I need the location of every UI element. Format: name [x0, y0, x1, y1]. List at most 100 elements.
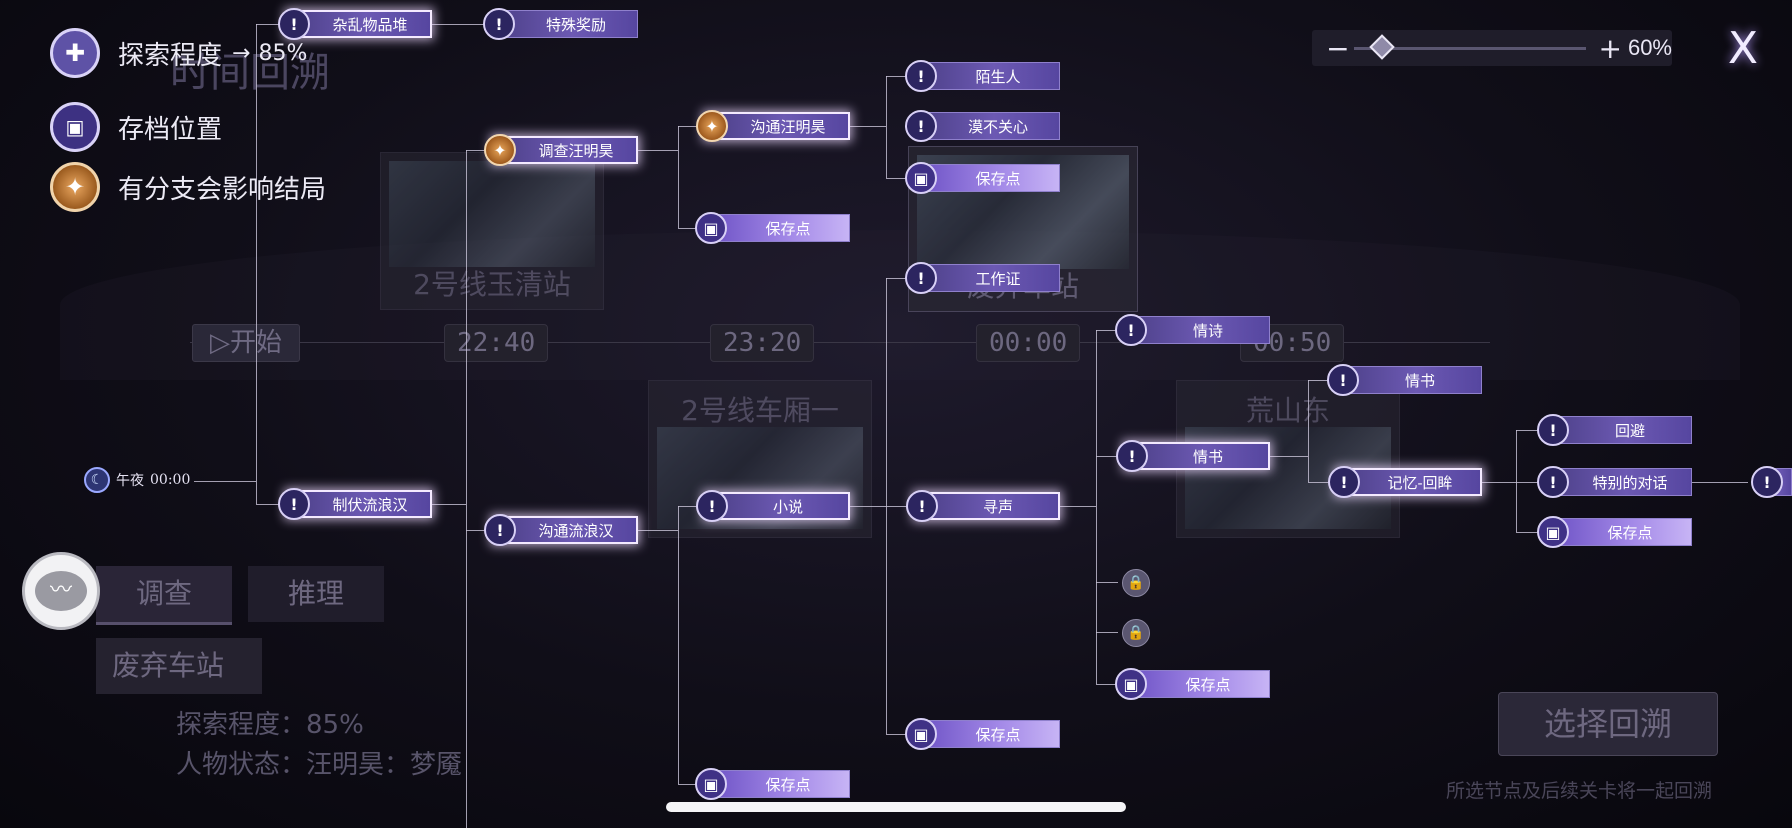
- exclamation-icon: !: [278, 8, 310, 40]
- tree-node[interactable]: ! 寻声: [906, 490, 1060, 522]
- midnight-label: 午夜: [116, 473, 144, 489]
- scene-name: 2号线车厢一: [681, 394, 839, 427]
- tree-node[interactable]: ! 杂乱物品堆: [278, 8, 432, 40]
- branch-line: [428, 504, 466, 505]
- tree-node[interactable]: ! 情书: [1327, 364, 1482, 396]
- exclamation-icon: !: [696, 490, 728, 522]
- branch-line: [1096, 582, 1118, 583]
- tree-node[interactable]: ! 小说: [696, 490, 850, 522]
- node-label: 回避: [1614, 421, 1645, 440]
- tree-node[interactable]: ! 沟通流浪汉: [484, 514, 638, 546]
- chat-float-button[interactable]: 〰: [22, 552, 100, 630]
- folder-icon: ▣: [695, 768, 727, 800]
- background-mountain: [60, 230, 1740, 380]
- branch-line: [678, 228, 704, 229]
- folder-icon: ▣: [50, 102, 100, 152]
- lock-icon: 🔒: [1122, 569, 1150, 597]
- node-label: 特殊奖励: [545, 15, 606, 34]
- branch-line: [848, 506, 914, 507]
- node-label: 工作证: [975, 269, 1021, 288]
- zoom-slider[interactable]: [1353, 33, 1587, 60]
- tree-node[interactable]: ! 制伏流浪汉: [278, 488, 432, 520]
- tree-node[interactable]: ! 漠不关心: [905, 110, 1060, 142]
- branch-line: [194, 481, 256, 482]
- exclamation-icon: !: [1116, 440, 1148, 472]
- branch-line: [1096, 456, 1124, 457]
- node-label: 记忆-回眸: [1387, 473, 1453, 492]
- node-label: 杂乱物品堆: [332, 15, 408, 34]
- save-node[interactable]: ▣ 保存点: [695, 768, 850, 800]
- zoom-in-button[interactable]: +: [1598, 31, 1622, 65]
- tab-reasoning: 推理: [248, 566, 384, 622]
- puzzle-icon: ✚: [50, 28, 100, 78]
- tab-investigate: 调查: [96, 566, 232, 625]
- zoom-value: 60%: [1627, 35, 1672, 60]
- branch-line: [1478, 482, 1516, 483]
- tree-node[interactable]: ! 陌生人: [905, 60, 1060, 92]
- tree-node[interactable]: ! 情书: [1116, 440, 1270, 472]
- save-node[interactable]: ▣ 保存点: [905, 162, 1060, 194]
- save-node[interactable]: ▣ 保存点: [695, 212, 850, 244]
- node-label: 保存点: [765, 219, 811, 238]
- branch-line: [1096, 684, 1124, 685]
- tree-node[interactable]: ✦ 调查汪明昊: [484, 134, 638, 166]
- select-rewind-button: 选择回溯: [1498, 692, 1718, 756]
- exclamation-icon: !: [484, 514, 516, 546]
- branch-line: [256, 504, 286, 505]
- midnight-time: 00:00: [150, 472, 191, 488]
- exclamation-icon: !: [1328, 466, 1360, 498]
- zoom-control: − + 60%: [1312, 30, 1672, 66]
- exclamation-icon: !: [1537, 414, 1569, 446]
- node-label: 制伏流浪汉: [332, 495, 408, 514]
- branch-line: [678, 506, 704, 507]
- save-node[interactable]: ▣ 保存点: [1115, 668, 1270, 700]
- tree-node[interactable]: ! 特别的对话: [1537, 466, 1692, 498]
- arrow-icon: →: [232, 40, 251, 66]
- scene-card-yuqing: 2号线玉清站: [380, 152, 604, 310]
- node-label: 情诗: [1192, 321, 1223, 340]
- exclamation-icon: !: [278, 488, 310, 520]
- exclamation-icon: !: [905, 60, 937, 92]
- tree-node[interactable]: ! 情诗: [1115, 314, 1270, 346]
- branch-line: [678, 126, 704, 127]
- node-label: 小说: [772, 497, 803, 516]
- node-label: 特别的对话: [1592, 473, 1668, 492]
- node-label: 情书: [1192, 447, 1223, 466]
- exclamation-icon: !: [905, 110, 937, 142]
- branch-line: [1308, 482, 1336, 483]
- node-label: 寻声: [982, 497, 1013, 516]
- save-label: 存档位置: [118, 114, 223, 145]
- exclamation-icon: !: [906, 490, 938, 522]
- tree-node[interactable]: ! 回避: [1537, 414, 1692, 446]
- time-marker: 00:00: [976, 324, 1081, 362]
- tree-node[interactable]: ✦ 沟通汪明昊: [696, 110, 850, 142]
- chat-icon: 〰: [35, 571, 87, 611]
- node-label: 保存点: [1607, 523, 1653, 542]
- tree-node[interactable]: ! 记忆-回眸: [1328, 466, 1482, 498]
- branch-line: [638, 530, 678, 531]
- exclamation-icon: !: [1537, 466, 1569, 498]
- branch-line: [678, 506, 679, 784]
- tree-node-offscreen[interactable]: !: [1751, 466, 1792, 498]
- branch-line: [848, 126, 886, 127]
- branch-line: [886, 178, 914, 179]
- midnight-start-node[interactable]: ☾ 午夜 00:00: [84, 467, 190, 493]
- node-label: 沟通流浪汉: [538, 521, 614, 540]
- save-node[interactable]: ▣ 保存点: [1537, 516, 1692, 548]
- folder-icon: ▣: [905, 718, 937, 750]
- branch-line: [886, 76, 914, 77]
- branch-line: [466, 150, 467, 828]
- start-marker: ▷开始: [192, 324, 300, 362]
- exclamation-icon: !: [1751, 466, 1783, 498]
- scene-name: 2号线玉清站: [413, 268, 571, 301]
- close-button[interactable]: X: [1727, 23, 1759, 74]
- zoom-thumb[interactable]: [1368, 33, 1395, 60]
- time-marker: 23:20: [710, 324, 815, 362]
- tree-node[interactable]: ! 工作证: [905, 262, 1060, 294]
- zoom-out-button[interactable]: −: [1326, 31, 1350, 65]
- exploration-line: 探索程度：85%: [176, 710, 364, 740]
- tree-node[interactable]: ! 特殊奖励: [483, 8, 638, 40]
- node-label: 保存点: [975, 169, 1021, 188]
- save-node[interactable]: ▣ 保存点: [905, 718, 1060, 750]
